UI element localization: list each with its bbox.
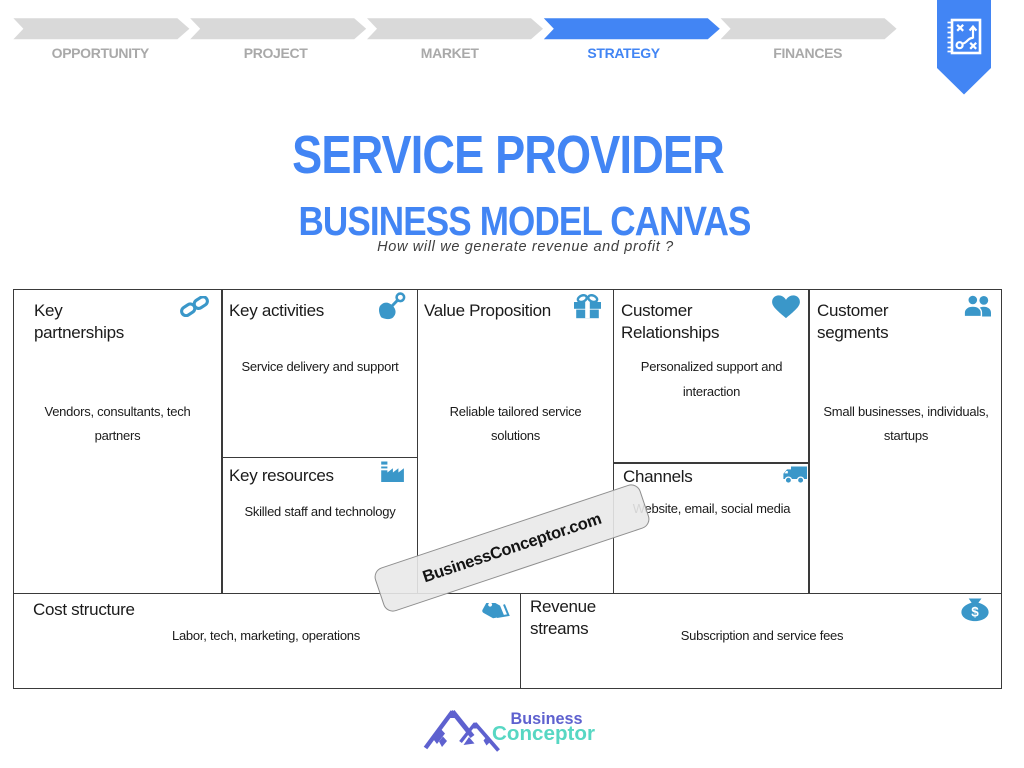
svg-text:$: $ xyxy=(971,605,979,620)
